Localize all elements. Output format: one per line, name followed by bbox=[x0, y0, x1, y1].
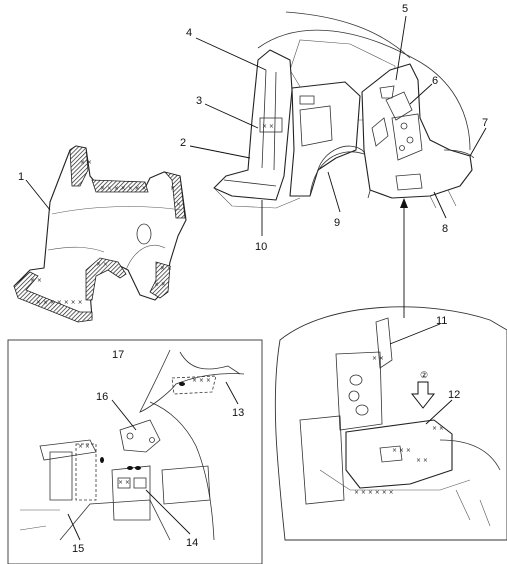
svg-text:× ×: × × bbox=[432, 425, 444, 432]
svg-text:× × × × × × ×: × × × × × × × bbox=[100, 185, 147, 192]
detail-box-left: × × × × × × × bbox=[7, 339, 263, 564]
svg-text:× ×: × × bbox=[154, 281, 166, 288]
svg-text:× ×: × × bbox=[262, 123, 274, 130]
callout-6: 6 bbox=[432, 75, 438, 87]
svg-text:× ×: × × bbox=[416, 457, 428, 464]
svg-text:× ×: × × bbox=[80, 159, 92, 166]
callout-1: 1 bbox=[18, 171, 24, 183]
callout-7: 7 bbox=[482, 117, 488, 129]
outer-quarter-panel: × × × × × × × × × × × × × × × × × × × × … bbox=[13, 145, 187, 323]
svg-text:×: × bbox=[170, 185, 175, 192]
svg-text:× ×: × × bbox=[372, 355, 384, 362]
detail-circle-right: × × × × × × × × × × × × × × × bbox=[274, 306, 507, 541]
inner-body-structure: × × bbox=[213, 11, 475, 209]
callout-5: 5 bbox=[402, 3, 408, 15]
svg-text:× × ×: × × × bbox=[392, 447, 411, 454]
svg-text:× ×: × × bbox=[118, 479, 130, 486]
svg-text:× ×: × × bbox=[30, 277, 42, 284]
callout-13: 13 bbox=[232, 407, 244, 419]
svg-text:× × ×: × × × bbox=[192, 377, 211, 384]
callout-labels: 1 2 3 4 5 6 7 8 9 10 11 12 13 14 15 16 1… bbox=[18, 3, 488, 555]
connector-arrow-head bbox=[400, 198, 408, 208]
callout-15: 15 bbox=[72, 543, 84, 555]
circle-marker: ② bbox=[420, 370, 428, 380]
callout-4: 4 bbox=[186, 27, 192, 39]
svg-text:× ×: × × bbox=[160, 265, 172, 272]
callout-16: 16 bbox=[96, 391, 108, 403]
svg-text:× ×: × × bbox=[78, 443, 90, 450]
callout-11: 11 bbox=[436, 315, 447, 327]
svg-text:× × × × × × ×: × × × × × × × bbox=[36, 299, 83, 306]
svg-text:× ×: × × bbox=[96, 261, 108, 268]
callout-8: 8 bbox=[442, 223, 448, 235]
callout-17: 17 bbox=[112, 349, 124, 361]
svg-text:×: × bbox=[176, 201, 181, 208]
callout-12: 12 bbox=[448, 389, 460, 401]
callout-9: 9 bbox=[334, 217, 340, 229]
callout-3: 3 bbox=[196, 95, 202, 107]
callout-2: 2 bbox=[180, 137, 186, 149]
direction-arrow-icon bbox=[410, 381, 436, 409]
callout-14: 14 bbox=[186, 537, 198, 549]
callout-10: 10 bbox=[255, 241, 267, 253]
svg-text:× × × × × ×: × × × × × × bbox=[354, 489, 394, 496]
leader-lines bbox=[25, 15, 487, 541]
